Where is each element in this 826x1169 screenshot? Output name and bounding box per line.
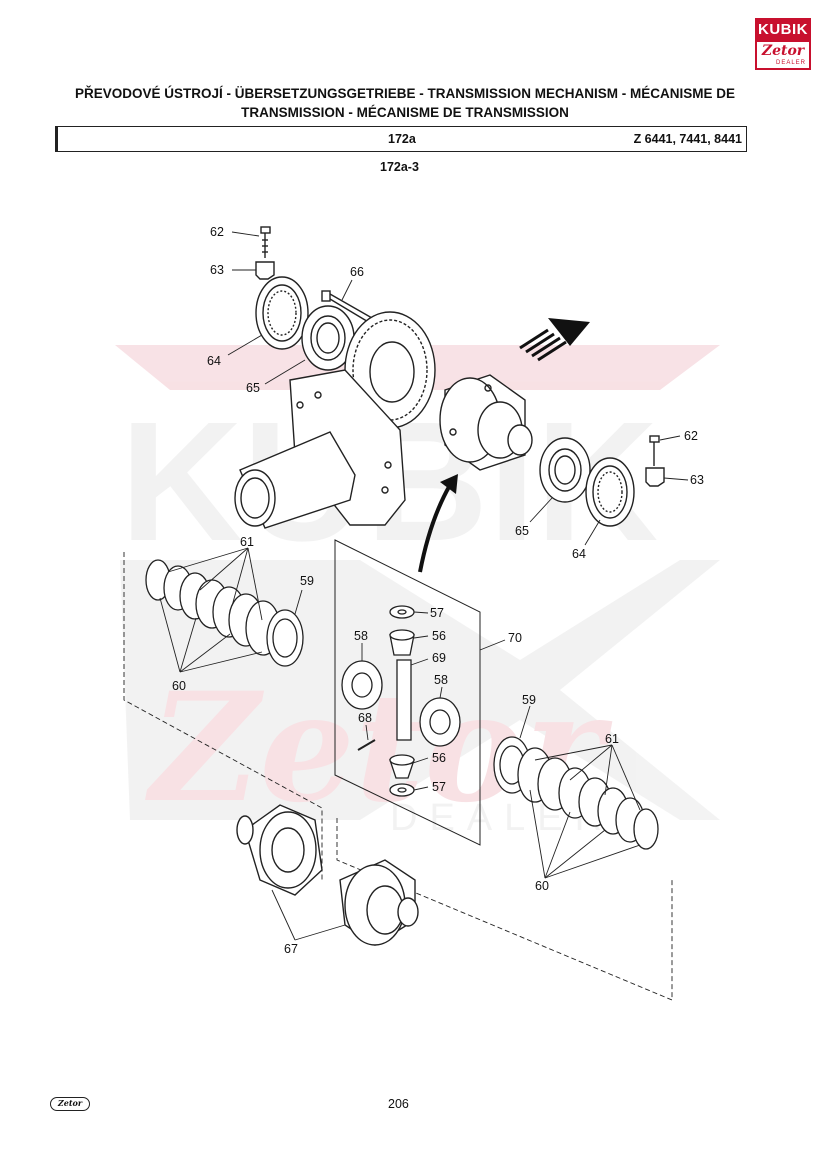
- direction-arrow-curved: [418, 474, 458, 573]
- bearing-65-right: [539, 437, 591, 503]
- spring-pin-68: [357, 739, 376, 751]
- adjusting-ring-64-right: [585, 457, 635, 527]
- adjusting-ring-64-left: [255, 276, 309, 350]
- callout-leaders: [227, 231, 689, 791]
- zetor-dealer-mark: Zetor DEALER: [755, 42, 811, 70]
- kubik-zetor-logo: KUBIK Zetor DEALER: [755, 18, 811, 76]
- callout-56-top: 56: [432, 629, 446, 643]
- title-line-2: TRANSMISSION - MÉCANISME DE TRANSMISSION: [241, 105, 569, 120]
- bolt-62-right: [649, 435, 660, 466]
- callout-63-right: 63: [690, 473, 704, 487]
- page-title: PŘEVODOVÉ ÚSTROJÍ - ÜBERSETZUNGSGETRIEBE…: [60, 84, 750, 122]
- page-number: 206: [388, 1097, 409, 1111]
- callout-57-top: 57: [430, 606, 444, 620]
- carrier-half-67-left: [236, 804, 323, 896]
- lock-plate-63-left: [255, 261, 275, 280]
- right-bearing-group: [539, 435, 665, 527]
- crown-wheel-housing: [234, 311, 436, 529]
- bolt-66: [321, 290, 373, 324]
- direction-arrow-top: [519, 318, 590, 362]
- pin-69: [396, 659, 412, 741]
- left-clutch-plate-pack: [145, 559, 304, 667]
- title-line-1: PŘEVODOVÉ ÚSTROJÍ - ÜBERSETZUNGSGETRIEBE…: [74, 86, 736, 101]
- callout-57-bottom: 57: [432, 780, 446, 794]
- callout-68: 68: [358, 711, 372, 725]
- differential-carrier-right: [439, 374, 533, 471]
- right-clutch-plate-pack: [493, 736, 659, 850]
- callout-70: 70: [508, 631, 522, 645]
- carrier-67-leaders: [271, 889, 346, 941]
- figure-code: 172a-3: [380, 160, 419, 174]
- callout-60-left: 60: [172, 679, 186, 693]
- callout-64-left: 64: [207, 354, 221, 368]
- callout-63-left: 63: [210, 263, 224, 277]
- planet-gear-58-right: [419, 697, 461, 747]
- callout-58-right: 58: [434, 673, 448, 687]
- center-detail-frame: [334, 539, 481, 846]
- pressure-ring-59-left: [266, 609, 304, 667]
- callout-65-right: 65: [515, 524, 529, 538]
- callout-64-right: 64: [572, 547, 586, 561]
- footer-zetor-logo: Zetor: [50, 1097, 90, 1111]
- lock-plate-63-right: [645, 467, 665, 487]
- callout-66: 66: [350, 265, 364, 279]
- callout-62-right: 62: [684, 429, 698, 443]
- zetor-wordmark: Zetor: [761, 43, 805, 59]
- dealer-label: DEALER: [775, 60, 806, 66]
- callout-60-right: 60: [535, 879, 549, 893]
- callout-62-left: 62: [210, 225, 224, 239]
- callout-labels: 62 63 66 64 65 62 63 65 64 61 59 60 57 5…: [172, 225, 704, 956]
- section-info-box: 172a Z 6441, 7441, 8441: [55, 126, 747, 152]
- right-pack-leaders: [519, 705, 641, 879]
- callout-65-left: 65: [246, 381, 260, 395]
- callout-61-right: 61: [605, 732, 619, 746]
- lower-detail-frame: [123, 552, 673, 1001]
- callout-59-left: 59: [300, 574, 314, 588]
- section-code: 172a: [388, 132, 416, 146]
- callout-67: 67: [284, 942, 298, 956]
- callout-61-left: 61: [240, 535, 254, 549]
- callout-56-bottom: 56: [432, 751, 446, 765]
- planet-gear-58-left: [341, 660, 383, 710]
- model-list: Z 6441, 7441, 8441: [633, 132, 742, 146]
- bolt-62-left: [260, 226, 271, 258]
- upper-left-bearing-group: [255, 226, 373, 371]
- callout-69: 69: [432, 651, 446, 665]
- left-pack-leaders: [159, 547, 303, 673]
- kubik-wordmark: KUBIK: [755, 18, 811, 42]
- carrier-half-67-right: [339, 859, 419, 946]
- callout-59-right: 59: [522, 693, 536, 707]
- callout-58-left: 58: [354, 629, 368, 643]
